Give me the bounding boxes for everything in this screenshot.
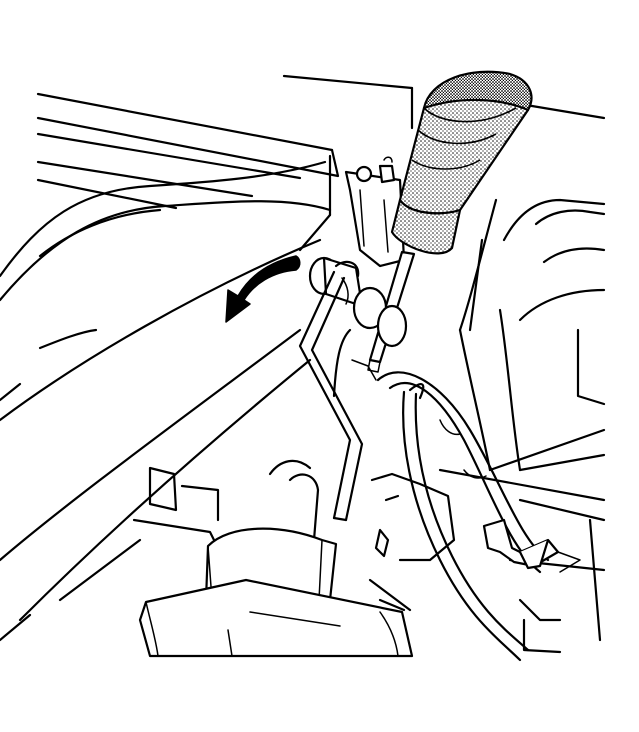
left-panel [0, 160, 332, 642]
cable-retainer [482, 518, 581, 573]
mounting-bracket [344, 156, 406, 268]
curved-arrow [225, 255, 301, 323]
upper-panels [36, 74, 606, 217]
right-panel [438, 198, 606, 642]
pivot-bushing [308, 256, 408, 348]
cable [376, 371, 550, 662]
lower-mechanism [132, 459, 562, 654]
motor-housing [138, 527, 414, 658]
wire-clip [298, 260, 377, 522]
screwdriver [367, 70, 533, 373]
